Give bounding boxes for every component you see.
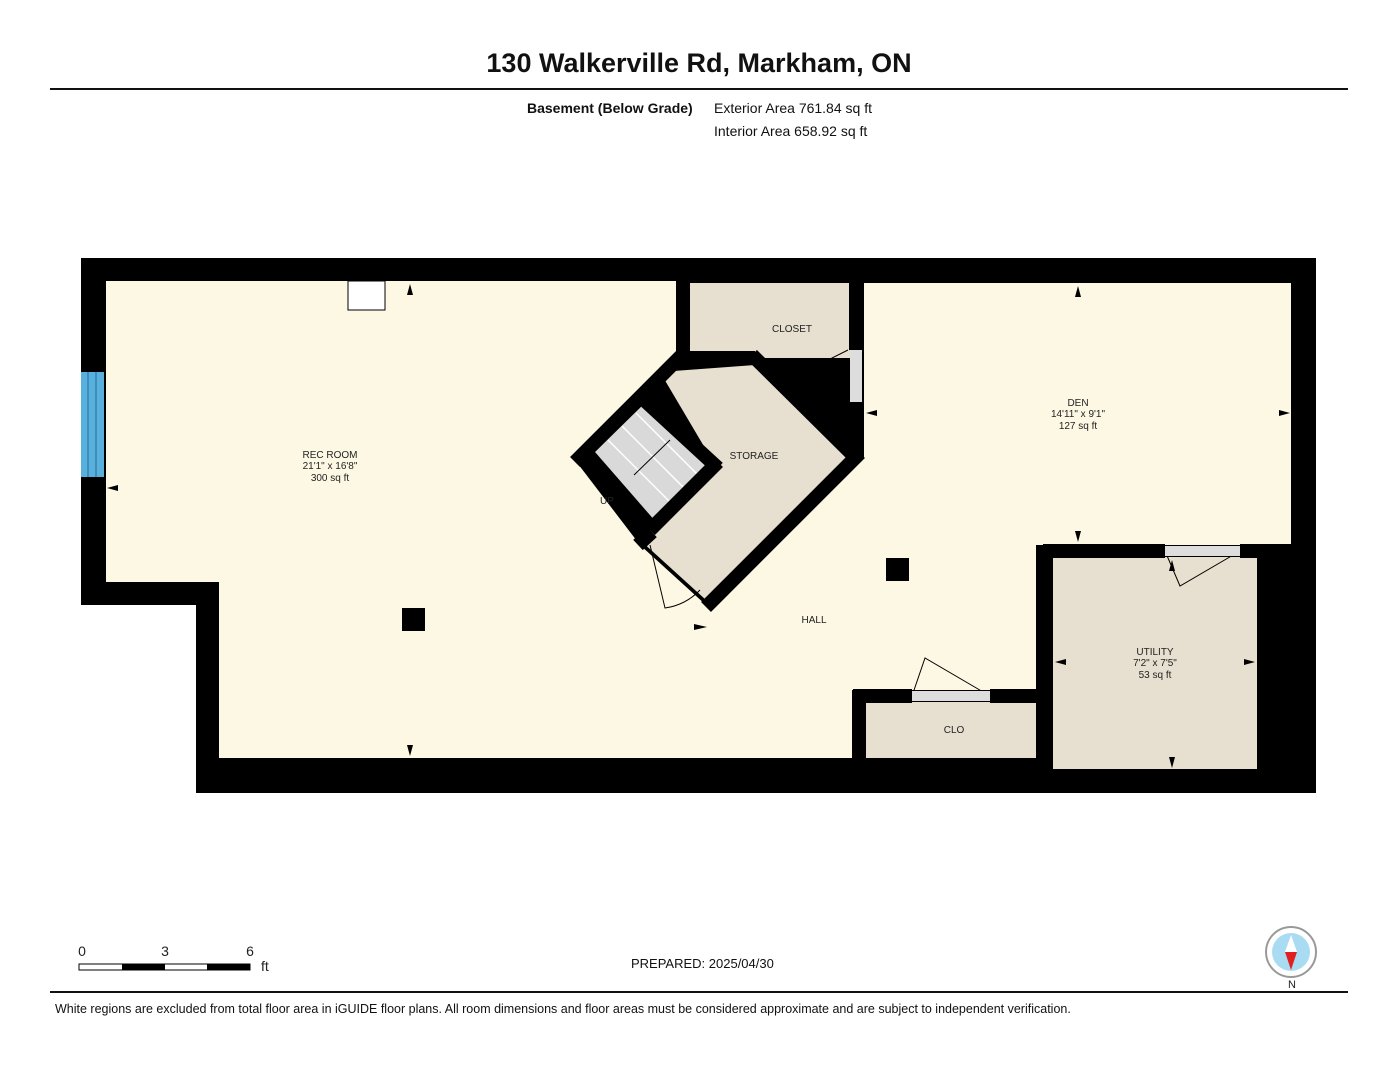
scale-bar: 0 3 6 ft xyxy=(78,943,269,974)
room-dims-rec: 21'1" x 16'8" xyxy=(303,461,358,472)
prepared-date: PREPARED: 2025/04/30 xyxy=(631,956,774,971)
exterior-area: Exterior Area 761.84 sq ft xyxy=(714,100,872,116)
door-swings xyxy=(649,349,1241,697)
room-area-rec: 300 sq ft xyxy=(311,473,350,484)
room-area-utility: 53 sq ft xyxy=(1139,670,1172,681)
storage-floor xyxy=(640,365,850,600)
room-name-hall: HALL xyxy=(801,615,826,626)
pillar xyxy=(886,558,909,581)
title-divider xyxy=(50,88,1348,90)
room-name-den: DEN xyxy=(1067,398,1088,409)
room-name-utility: UTILITY xyxy=(1136,647,1174,658)
dimension-arrows xyxy=(107,284,1290,768)
room-name-rec: REC ROOM xyxy=(303,450,358,461)
closet-floor xyxy=(690,283,850,358)
stairs-label: UP xyxy=(600,496,614,507)
scale-tick: 3 xyxy=(161,943,169,959)
compass-icon: N xyxy=(1265,926,1317,991)
window xyxy=(81,372,104,477)
scale-tick: 6 xyxy=(246,943,254,959)
room-name-closet: CLOSET xyxy=(772,324,812,335)
footer-divider xyxy=(50,991,1348,993)
room-name-clo: CLO xyxy=(944,725,965,736)
scale-tick: 0 xyxy=(78,943,86,959)
room-dims-den: 14'11" x 9'1" xyxy=(1051,409,1106,420)
interior-area: Interior Area 658.92 sq ft xyxy=(714,123,868,139)
utility-floor xyxy=(1053,557,1257,769)
stair-arrow xyxy=(633,439,671,476)
door-openings xyxy=(850,350,1240,701)
window-panes xyxy=(87,372,97,477)
interior-walls xyxy=(570,281,1291,790)
scale-unit: ft xyxy=(261,958,269,974)
page-title: 130 Walkerville Rd, Markham, ON xyxy=(486,48,912,78)
fireplace xyxy=(347,280,386,311)
room-area-den: 127 sq ft xyxy=(1059,421,1098,432)
rec-room-hall-floor xyxy=(106,281,1291,758)
compass-label: N xyxy=(1288,979,1296,991)
room-name-storage: STORAGE xyxy=(730,451,779,462)
clo-floor xyxy=(866,702,1041,758)
pillar xyxy=(402,608,425,631)
disclaimer: White regions are excluded from total fl… xyxy=(55,1002,1071,1016)
level-label: Basement (Below Grade) xyxy=(527,100,693,116)
room-dims-utility: 7'2" x 7'5" xyxy=(1133,658,1177,669)
